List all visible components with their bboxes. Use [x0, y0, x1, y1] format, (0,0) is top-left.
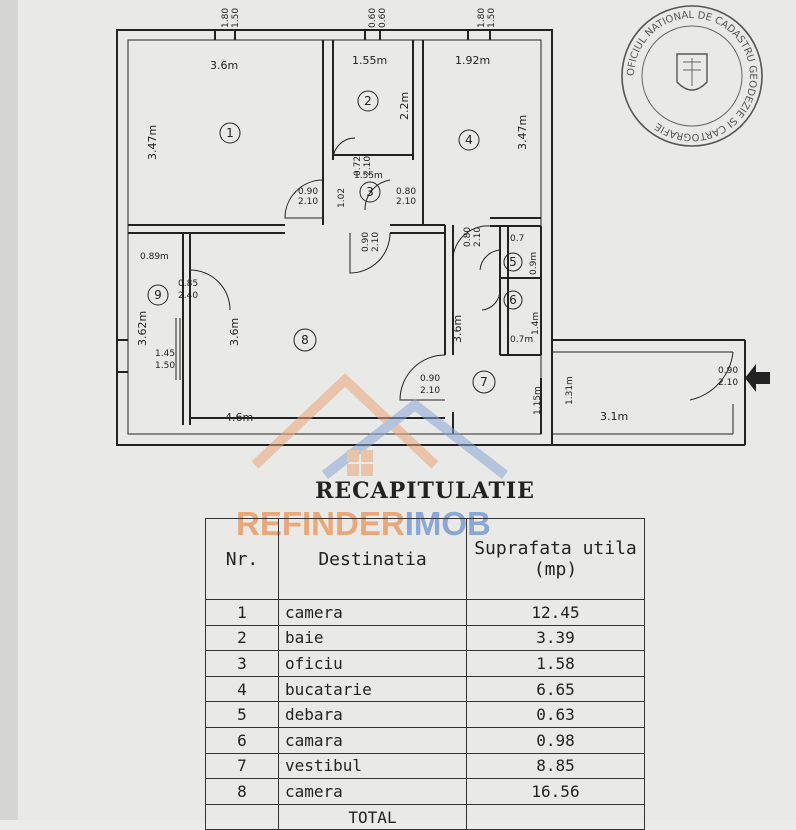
- dimension-label: 1.15m: [533, 386, 543, 415]
- dimension-label: 0.89m: [140, 252, 169, 262]
- opening-label: 2.40: [178, 291, 198, 301]
- opening-label: 0.802.10: [463, 227, 483, 247]
- row-destination: oficiu: [278, 650, 467, 677]
- dimension-label: 3.47m: [146, 125, 159, 160]
- row-area: 6.65: [466, 675, 645, 703]
- header-nr: Nr.: [205, 518, 279, 600]
- dimension-label: 3.6m: [451, 315, 464, 343]
- opening-label: 0.902.10: [361, 232, 381, 252]
- row-area: 1.58: [466, 650, 645, 677]
- dimension-label: 2.2m: [398, 92, 411, 120]
- opening-label: 0.85: [178, 279, 198, 289]
- row-area: 12.45: [466, 599, 645, 626]
- dimension-label: 1.92m: [455, 54, 490, 67]
- room-number: 4: [465, 133, 473, 147]
- row-destination: baie: [278, 624, 467, 652]
- row-destination: vestibul: [278, 752, 467, 780]
- total-nr: [205, 803, 279, 830]
- dimension-label: 4.6m: [225, 411, 253, 424]
- opening-label: 1.50: [155, 361, 175, 371]
- row-destination: bucatarie: [278, 675, 467, 703]
- dimension-label: 1.55m: [354, 171, 383, 181]
- entrance-arrow-icon: [745, 364, 770, 392]
- dimension-label: 1.31m: [565, 376, 575, 405]
- room-number: 6: [509, 293, 517, 307]
- watermark-logo: [251, 373, 509, 479]
- dimension-label: 1.55m: [352, 54, 387, 67]
- dimension-label: 3.6m: [228, 318, 241, 346]
- opening-label: 2.10: [420, 386, 440, 396]
- opening-label: 2.10: [718, 378, 738, 388]
- recap-title: RECAPITULATIE: [315, 478, 535, 504]
- total-area: [466, 803, 645, 830]
- row-destination: camera: [278, 599, 467, 626]
- room-number: 1: [226, 126, 234, 140]
- row-nr: 6: [205, 726, 279, 754]
- cadastre-stamp: OFICIUL NATIONAL DE CADASTRU GEODEZIE SI…: [621, 5, 763, 147]
- table-header-row: Nr. Destinatia Suprafata utila (mp): [205, 518, 645, 600]
- row-nr: 1: [205, 599, 279, 626]
- row-nr: 3: [205, 650, 279, 677]
- row-area: 8.85: [466, 752, 645, 780]
- total-row: TOTAL: [205, 803, 645, 830]
- header-area: Suprafata utila (mp): [466, 518, 645, 600]
- opening-label: 1.801.50: [477, 8, 497, 28]
- row-destination: camara: [278, 726, 467, 754]
- row-nr: 7: [205, 752, 279, 780]
- room-number: 2: [364, 94, 372, 108]
- dimension-label: 0.7m: [510, 335, 533, 345]
- opening-label: 0.90: [420, 374, 440, 384]
- dimension-label: 1.4m: [531, 312, 541, 335]
- row-area: 16.56: [466, 778, 645, 805]
- total-label: TOTAL: [278, 803, 467, 830]
- row-destination: debara: [278, 701, 467, 728]
- opening-label: 1.801.50: [221, 8, 241, 28]
- floor-plan: 1 2 3 4 5 6 7 8 9 3.6m 1.55m 1.92m 1.55m…: [116, 8, 770, 446]
- opening-label: 0.722.10: [353, 156, 373, 176]
- dimension-label: 3.6m: [210, 59, 238, 72]
- dimension-label: 3.62m: [136, 311, 149, 346]
- opening-label: 1.45: [155, 349, 175, 359]
- dimension-label: 3.1m: [600, 410, 628, 423]
- room-number: 7: [480, 375, 488, 389]
- room-number: 5: [509, 255, 517, 269]
- scan-edge: [0, 0, 18, 820]
- row-destination: camera: [278, 778, 467, 805]
- room-number: 3: [366, 185, 374, 199]
- row-area: 3.39: [466, 624, 645, 652]
- room-number: 9: [154, 288, 162, 302]
- row-area: 0.98: [466, 726, 645, 754]
- opening-label: 0.90: [718, 366, 738, 376]
- dimension-label: 0.9m: [529, 252, 539, 275]
- room-number: 8: [301, 333, 309, 347]
- row-nr: 2: [205, 624, 279, 652]
- dimension-label: 0.7: [510, 234, 524, 244]
- coat-of-arms-icon: [676, 53, 708, 91]
- row-area: 0.63: [466, 701, 645, 728]
- dimension-label: 3.47m: [516, 115, 529, 150]
- header-destination: Destinatia: [278, 518, 467, 600]
- opening-label: 0.600.60: [368, 8, 388, 28]
- opening-label: 1.02: [337, 188, 347, 208]
- row-nr: 4: [205, 675, 279, 703]
- row-nr: 8: [205, 778, 279, 805]
- row-nr: 5: [205, 701, 279, 728]
